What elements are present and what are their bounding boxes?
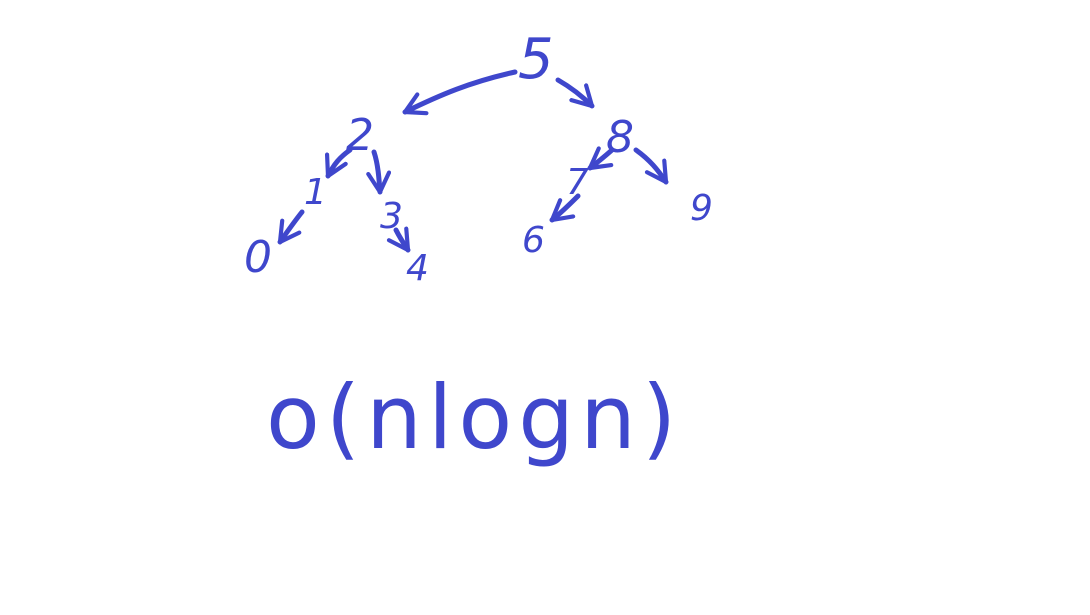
node-0: 0 — [244, 232, 272, 283]
edge-3-to-4 — [386, 226, 411, 253]
node-9: 9 — [690, 188, 713, 229]
node-3: 3 — [380, 196, 403, 237]
node-2: 2 — [346, 110, 374, 161]
node-4: 4 — [406, 248, 429, 289]
edge-5-to-8 — [555, 77, 595, 109]
edge-5-to-2 — [402, 69, 518, 116]
edge-8-to-9 — [633, 147, 669, 185]
node-1: 1 — [304, 172, 327, 213]
node-6: 6 — [522, 220, 545, 261]
edge-1-to-0 — [277, 209, 305, 245]
edge-2-to-3 — [366, 149, 392, 195]
edge-8-to-7 — [587, 146, 615, 171]
node-7: 7 — [566, 162, 589, 203]
edge-7-to-6 — [549, 193, 581, 223]
node-5: 5 — [518, 27, 554, 92]
node-8: 8 — [606, 112, 634, 163]
complexity-label: o(nlogn) — [266, 366, 682, 469]
edge-2-to-1 — [324, 147, 353, 179]
